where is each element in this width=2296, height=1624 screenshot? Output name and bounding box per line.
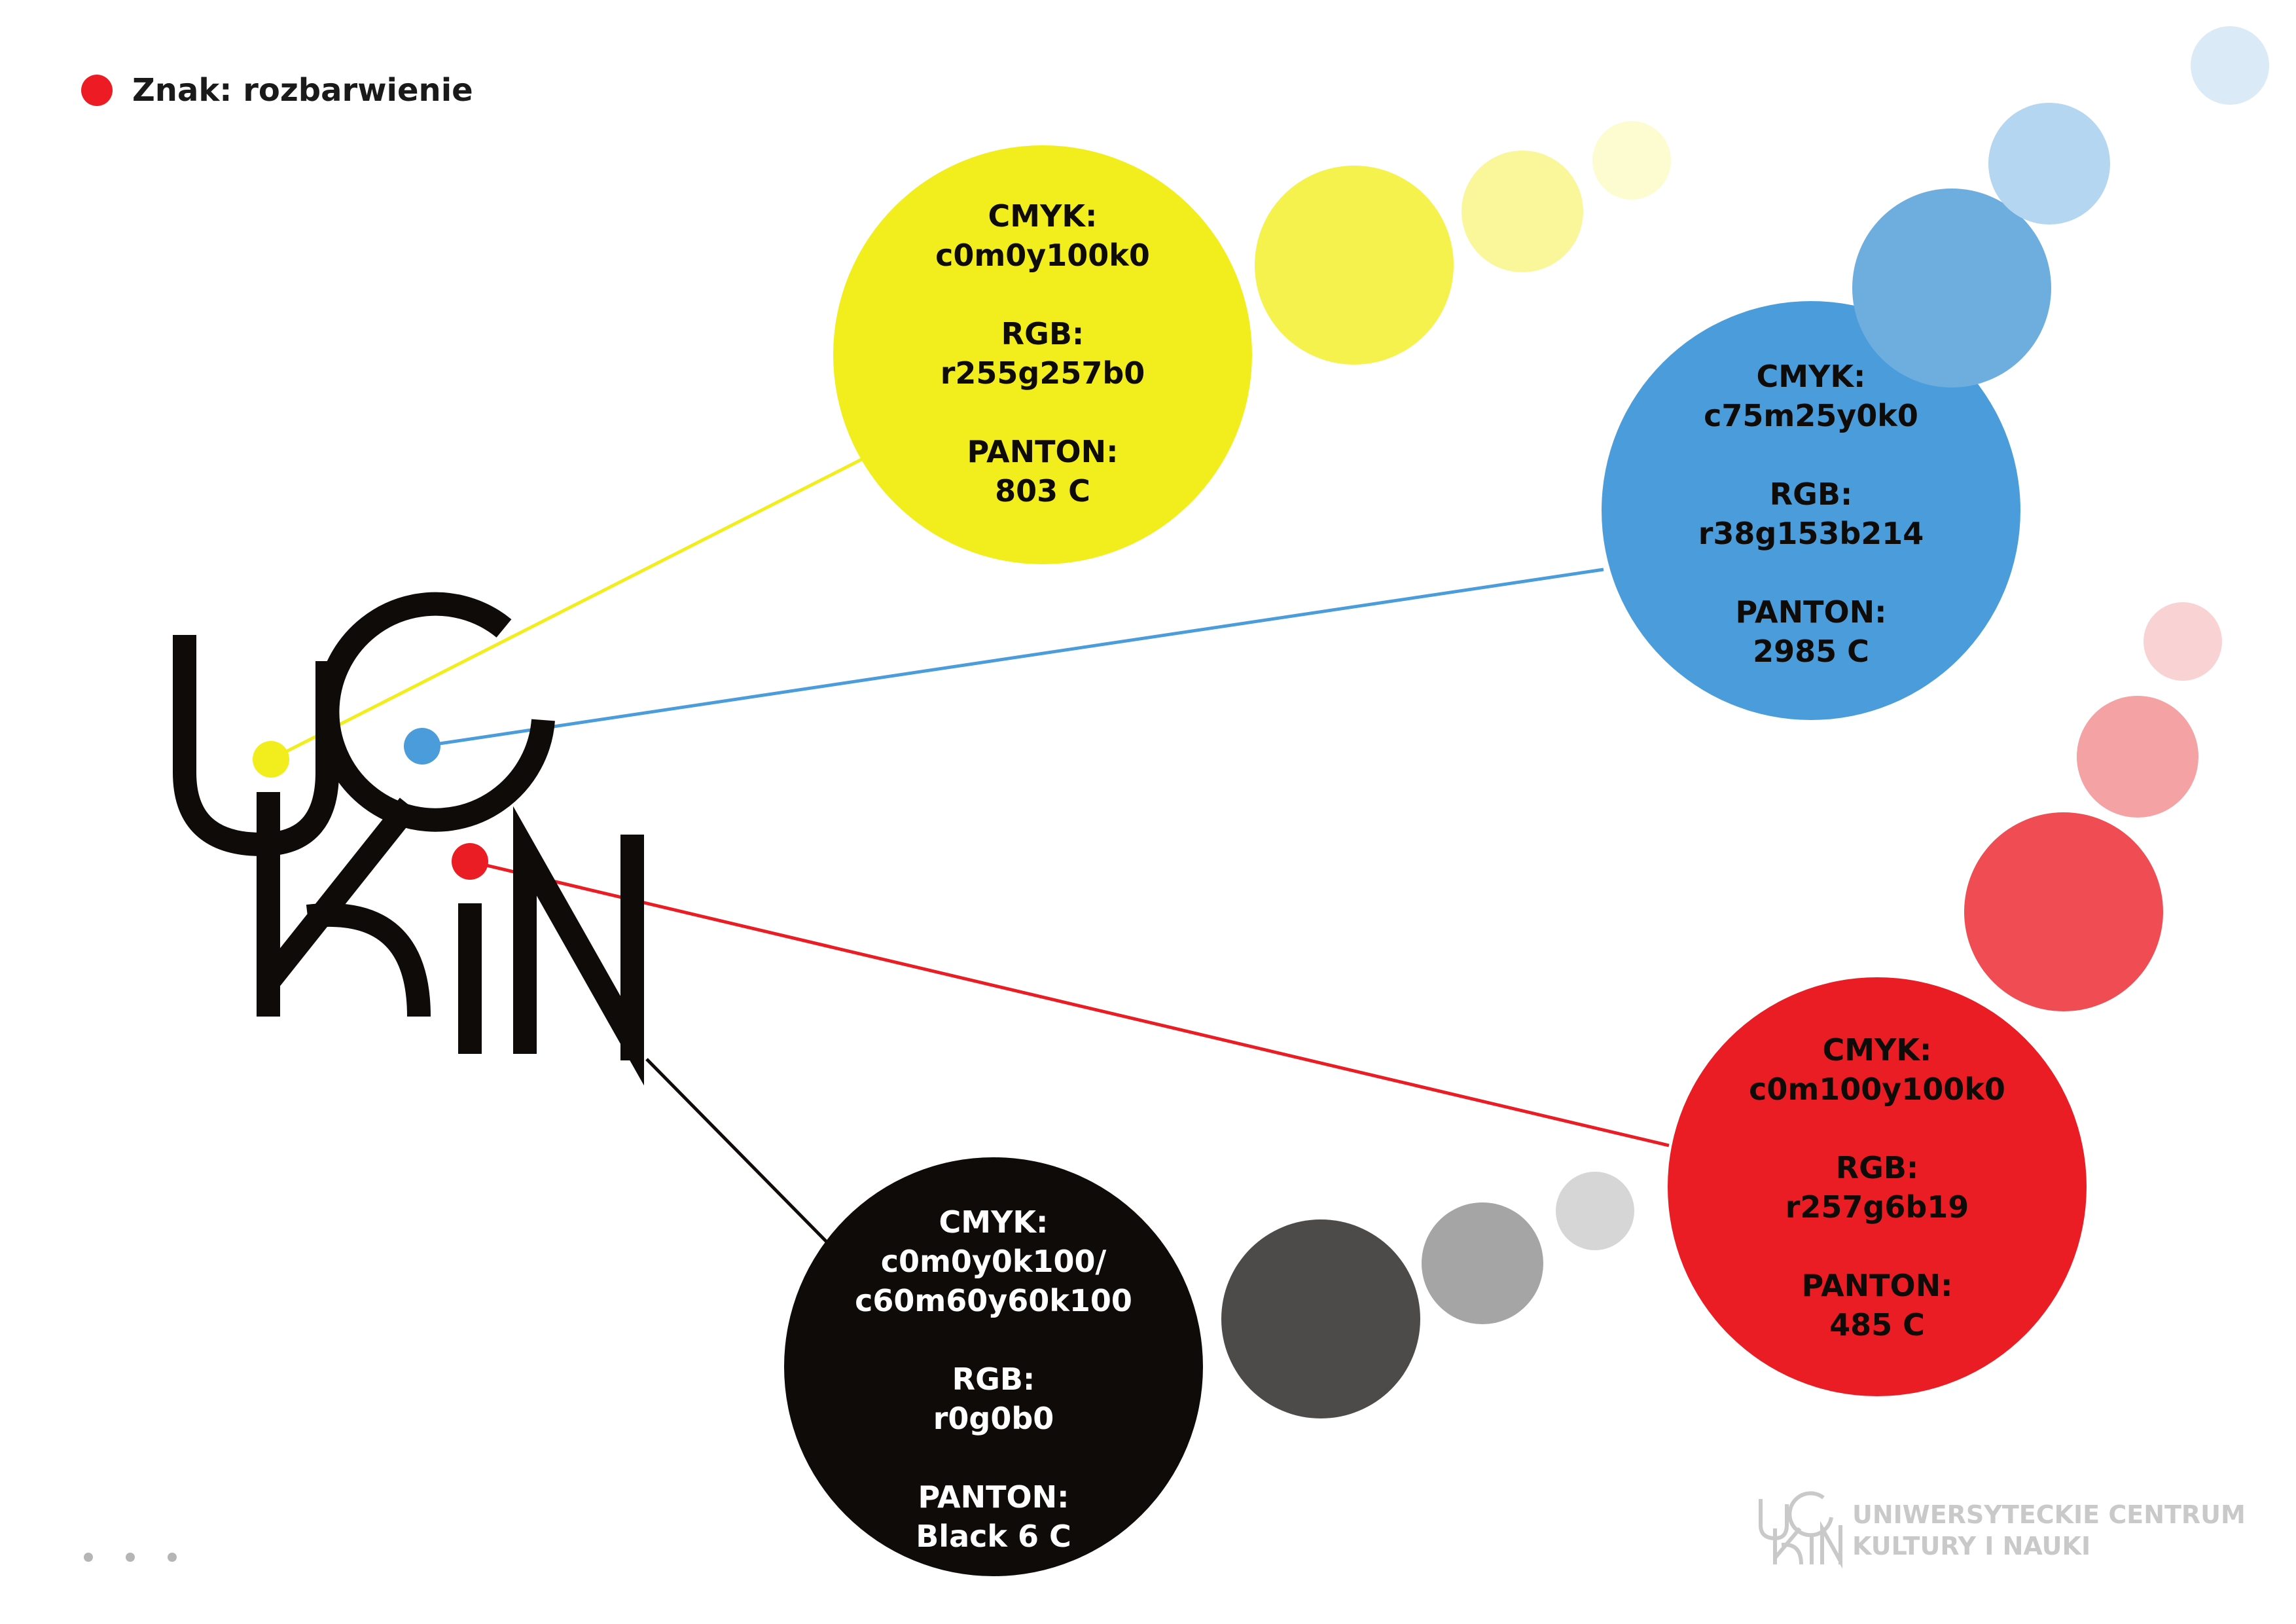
blue-cmyk-label: CMYK: <box>1756 359 1866 394</box>
red-rgb-label: RGB: <box>1835 1150 1919 1185</box>
footer-brand-text: UNIWERSYTECKIE CENTRUM KULTURY I NAUKI <box>1852 1499 2246 1562</box>
red-pantone-label: PANTON: <box>1801 1268 1953 1303</box>
yellow-pantone-label: PANTON: <box>967 434 1119 469</box>
page-pagination-dots <box>84 1553 177 1562</box>
tint-yellow-2 <box>1462 151 1583 272</box>
swatch-yellow-label: CMYK: c0m0y100k0 RGB: r255g257b0 PANTON:… <box>846 196 1239 511</box>
swatch-red <box>1668 977 2087 1396</box>
tint-blue-1 <box>1852 189 2051 388</box>
red-cmyk-label: CMYK: <box>1822 1032 1932 1068</box>
uckin-logo <box>173 592 644 1086</box>
logo-dot-yellow <box>253 741 289 778</box>
pager-dot <box>126 1553 135 1562</box>
pager-dot <box>168 1553 177 1562</box>
tint-yellow-1 <box>1255 166 1454 365</box>
header-bullet-dot <box>81 75 113 106</box>
swatch-yellow <box>833 145 1252 564</box>
tint-black-3 <box>1556 1172 1634 1250</box>
black-cmyk-value-2: c60m60y60k100 <box>855 1283 1132 1318</box>
black-pantone-value: Black 6 C <box>916 1519 1071 1554</box>
swatch-black-label: CMYK: c0m0y0k100/ c60m60y60k100 RGB: r0g… <box>797 1202 1190 1556</box>
black-pantone-label: PANTON: <box>918 1479 1069 1515</box>
footer-logo-mark <box>1759 1491 1842 1569</box>
blue-cmyk-value: c75m25y0k0 <box>1704 398 1918 433</box>
logo-dot-blue <box>404 728 440 765</box>
footer-brand: UNIWERSYTECKIE CENTRUM KULTURY I NAUKI <box>1852 1499 2246 1562</box>
tint-red-1 <box>1964 812 2163 1011</box>
connector-yellow <box>270 456 865 761</box>
red-cmyk-value: c0m100y100k0 <box>1749 1072 2005 1107</box>
swatch-black <box>784 1157 1203 1576</box>
page-title: Znak: rozbarwienie <box>132 72 473 109</box>
pager-dot <box>84 1553 93 1562</box>
connector-blue <box>422 568 1604 748</box>
footer-line-1: UNIWERSYTECKIE CENTRUM <box>1852 1500 2246 1529</box>
black-cmyk-value-1: c0m0y0k100/ <box>880 1244 1107 1279</box>
black-rgb-label: RGB: <box>952 1362 1035 1397</box>
tint-red-3 <box>2144 602 2222 681</box>
logo-letter-c <box>315 592 555 832</box>
yellow-cmyk-value: c0m0y100k0 <box>935 238 1150 273</box>
logo-letter-n <box>513 806 644 1086</box>
blue-pantone-value: 2985 C <box>1753 634 1869 669</box>
tint-black-2 <box>1422 1202 1543 1324</box>
red-rgb-value: r257g6b19 <box>1785 1189 1969 1225</box>
yellow-rgb-label: RGB: <box>1001 316 1085 352</box>
swatch-red-label: CMYK: c0m100y100k0 RGB: r257g6b19 PANTON… <box>1681 1030 2073 1344</box>
tint-yellow-3 <box>1592 121 1671 200</box>
yellow-pantone-value: 803 C <box>995 473 1090 509</box>
yellow-cmyk-label: CMYK: <box>988 198 1098 234</box>
swatch-blue-label: CMYK: c75m25y0k0 RGB: r38g153b214 PANTON… <box>1615 357 2007 671</box>
tint-red-2 <box>2077 696 2198 818</box>
red-pantone-value: 485 C <box>1829 1307 1925 1343</box>
swatch-blue <box>1602 301 2020 720</box>
black-rgb-value: r0g0b0 <box>933 1401 1054 1436</box>
footer-line-2: KULTURY I NAUKI <box>1852 1532 2091 1561</box>
yellow-rgb-value: r255g257b0 <box>940 355 1145 391</box>
blue-rgb-label: RGB: <box>1769 477 1853 512</box>
logo-letter-u <box>173 635 339 857</box>
page-header: Znak: rozbarwienie <box>81 72 473 109</box>
black-cmyk-label: CMYK: <box>939 1204 1049 1240</box>
connector-red <box>469 859 1670 1147</box>
tint-blue-2 <box>1988 103 2110 225</box>
tint-blue-3 <box>2191 26 2269 105</box>
logo-dot-red <box>452 843 488 880</box>
tint-black-1 <box>1221 1219 1420 1418</box>
logo-letter-k-leg <box>306 903 431 1017</box>
blue-pantone-label: PANTON: <box>1735 594 1887 630</box>
logo-letter-k-arm <box>259 797 419 990</box>
blue-rgb-value: r38g153b214 <box>1698 516 1924 551</box>
